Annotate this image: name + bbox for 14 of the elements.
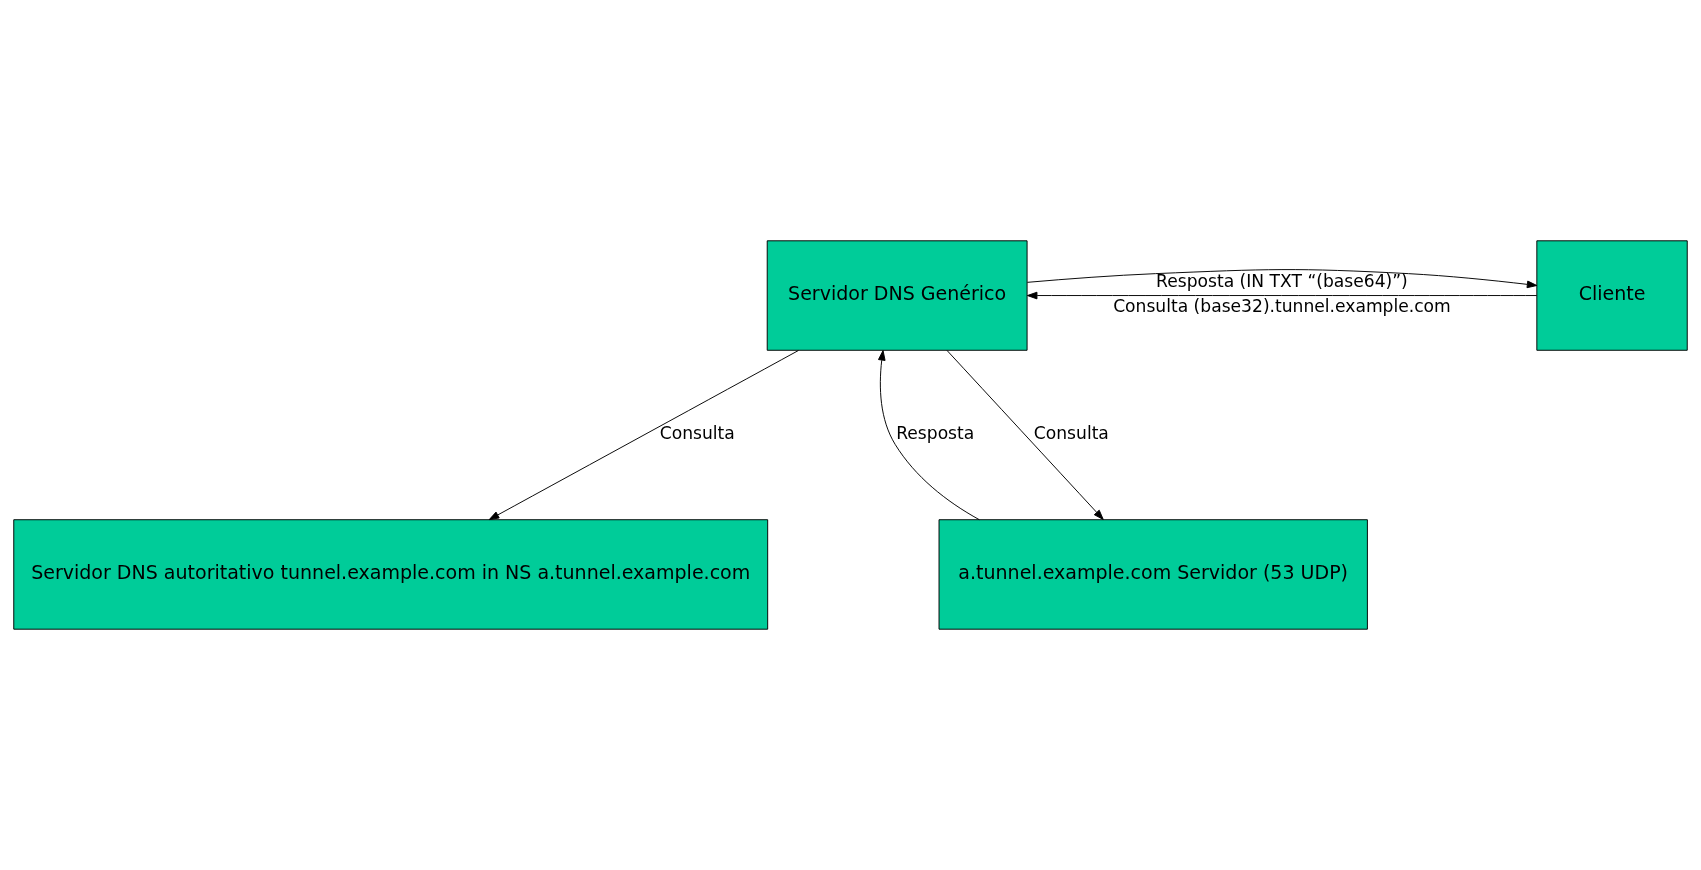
arrow	[488, 350, 799, 521]
edge-label: Consulta	[1033, 423, 1109, 444]
node-box: Servidor DNS autoritativo tunnel.example.com in NS a.tunnel.example.com	[13, 519, 769, 630]
node-box: Cliente	[1536, 240, 1688, 351]
edge-label: Consulta	[659, 423, 735, 444]
arrow	[1026, 291, 1538, 300]
arrow	[1026, 269, 1538, 289]
arrow	[946, 349, 1104, 520]
node-box: a.tunnel.example.com Servidor (53 UDP)	[938, 519, 1368, 630]
edge-label: Resposta	[896, 423, 975, 444]
arrow	[878, 350, 980, 521]
node-box: Servidor DNS Genérico	[766, 240, 1028, 351]
edge-label: Resposta (IN TXT “(base64)”)	[1156, 271, 1408, 292]
edge-label: Consulta (base32).tunnel.example.com	[1113, 296, 1451, 317]
